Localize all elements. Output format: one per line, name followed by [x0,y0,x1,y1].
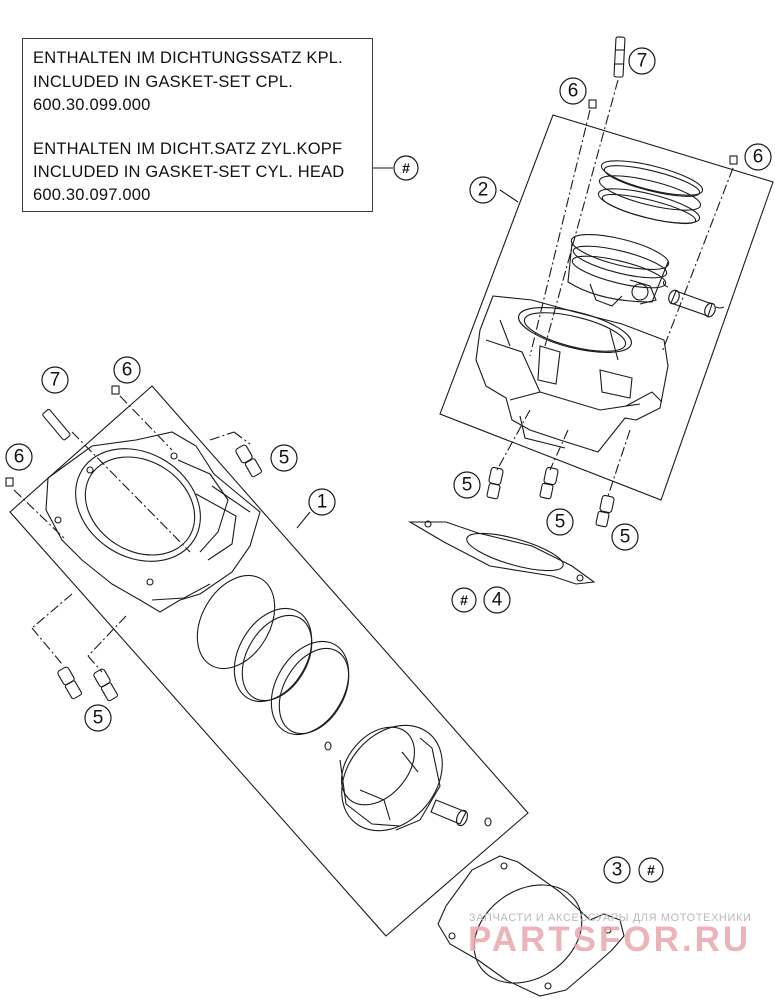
callout-c5-b: 5 [546,508,574,536]
c1-leader [296,511,311,529]
callout-c4: 4 [483,586,511,614]
piston-rings-left [196,574,350,736]
callout-label: 3 [612,860,623,881]
cylinder-left [45,431,261,613]
bolt-right-3 [595,494,615,528]
callout-label: 5 [555,512,566,533]
stud-left [42,409,71,441]
svg-text:#: # [402,160,410,176]
callout-label: 5 [462,475,473,496]
callout-label: 5 [279,448,290,469]
dowel-left-top [111,385,120,395]
callout-c5-left-bottom: 5 [84,704,112,732]
callout-label: 7 [637,51,648,72]
note-line-3: 600.30.099.000 [33,96,151,114]
piston-left [339,724,443,832]
watermark-caption: ЗАПЧАСТИ И АКСЕССУАРЫ ДЛЯ МОТОТЕХНИКИ [469,912,752,924]
callout-label: 5 [93,708,104,729]
axis-lines-left [13,395,251,673]
callout-c5-c: 5 [611,523,639,551]
dowel-right-top [588,99,597,109]
dowel-right [729,155,738,165]
callout-c4-hash: # [451,587,477,613]
piston-pin-right [668,289,716,318]
callout-c7-top: 7 [628,47,656,75]
note-hash-marker: # [393,155,419,181]
dowel-left [5,477,14,487]
callout-label: 4 [492,590,503,611]
callout-label: 5 [620,527,631,548]
callout-c3: 3 [603,856,631,884]
axis-lines-right [496,79,734,497]
callout-c3-hash: # [638,857,664,883]
circlip-left-1 [324,741,332,751]
bolt-right-1 [486,466,504,500]
callout-label: 7 [50,370,61,391]
base-gasket [437,855,625,997]
piston-pin-left [430,799,468,827]
circlip-right-1 [662,280,669,288]
callout-label: 6 [753,147,764,168]
note-line-1: ENTHALTEN IM DICHTUNGSSATZ KPL. [33,49,343,67]
callout-label: 1 [317,492,328,513]
stud-right [613,36,626,78]
circlip-left-2 [484,817,492,827]
callout-label: 6 [14,447,25,468]
callout-c2: 2 [469,176,497,204]
circlip-right-2 [715,306,725,309]
head-gasket-right [407,520,596,585]
callout-c5-left-right: 5 [270,444,298,472]
cylinder-right [475,295,669,453]
note-line-5: INCLUDED IN GASKET-SET CYL. HEAD [33,163,345,181]
callout-c6-right: 6 [744,143,772,171]
part-2-frame [439,114,774,501]
callout-c1: 1 [308,488,336,516]
bolt-right-2 [539,466,559,500]
piston-right [567,233,670,307]
callout-label: 6 [568,81,579,102]
note-line-2: INCLUDED IN GASKET-SET CPL. [33,73,293,91]
callout-c6-left-top: 6 [113,356,141,384]
callout-c5-a: 5 [453,471,481,499]
gasket-set-note: ENTHALTEN IM DICHTUNGSSATZ KPL. INCLUDED… [22,38,373,212]
bolt-left-2 [57,666,83,700]
callout-label: 2 [478,180,489,201]
callout-label: # [460,592,468,608]
callout-label: 6 [122,360,133,381]
callout-c6-top: 6 [559,77,587,105]
callout-c6-left: 6 [5,443,33,471]
callout-label: # [647,862,655,878]
part-1-frame [9,385,529,937]
bolt-left-1 [235,444,263,478]
note-line-6: 600.30.097.000 [33,186,151,204]
c2-leader [499,189,519,203]
callout-c7-left: 7 [41,366,69,394]
note-line-4: ENTHALTEN IM DICHT.SATZ ZYL.KOPF [33,140,343,158]
bolt-left-3 [93,668,119,702]
watermark-logo: PARTSFOR.RU [468,920,752,959]
piston-rings-right [597,160,704,225]
